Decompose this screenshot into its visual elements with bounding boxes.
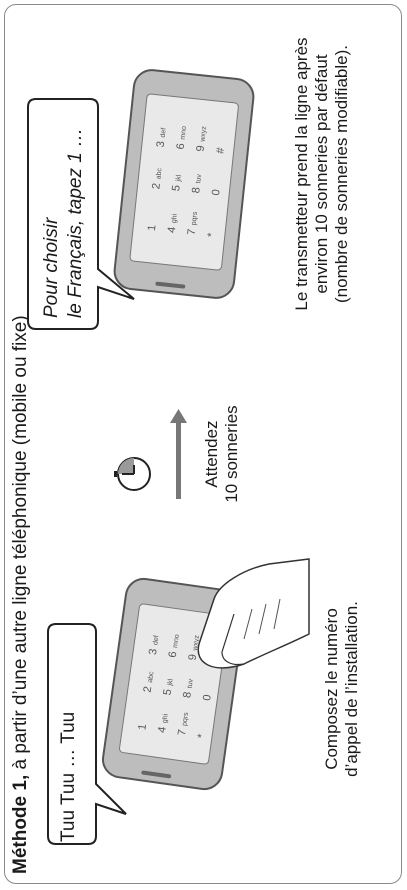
rotated-figure: Méthode 1, à partir d’une autre ligne té… — [4, 4, 402, 884]
bubble-2-line2: le Français, tapez 1 … — [64, 128, 88, 318]
keypad-key-2: 2 — [150, 182, 163, 189]
step2-caption: Attendez 10 sonneries — [202, 379, 242, 529]
bubble-1-text: Tuu Tuu … Tuu — [58, 712, 80, 842]
keypad-letters: ghi — [171, 213, 179, 223]
keypad-key-7: 7 — [186, 228, 199, 235]
bubble-2-line1: Pour choisir — [40, 128, 64, 318]
step3-caption-line1: Le transmetteur prend la ligne après — [292, 24, 312, 324]
keypad-letters: tuv — [187, 678, 195, 689]
keypad-letters: def — [160, 127, 168, 137]
clock-icon — [114, 458, 150, 490]
title-rest: à partir d’une autre ligne téléphonique … — [10, 315, 31, 774]
bubble-2-text: Pour choisir le Français, tapez 1 … — [40, 128, 88, 318]
step1-caption: Composez le numéro d’appel de l’installa… — [322, 574, 362, 804]
step3-caption: Le transmetteur prend la ligne après env… — [292, 24, 352, 324]
hand-icon — [198, 559, 309, 668]
title-bold: Méthode 1, — [10, 775, 31, 874]
keypad-key-9: 9 — [195, 145, 208, 152]
keypad-key-6: 6 — [175, 143, 188, 150]
step3-caption-line3: (nombre de sonneries modifiable). — [332, 24, 352, 324]
keypad-key-4: 4 — [166, 226, 179, 233]
keypad-letters: mno — [180, 126, 188, 140]
keypad-letters: jkl — [175, 174, 183, 183]
keypad-letters: abc — [155, 167, 163, 179]
step3-caption-line2: environ 10 sonneries par défaut — [312, 24, 332, 324]
step2-caption-line2: 10 sonneries — [222, 379, 242, 529]
wait-illustration — [104, 389, 204, 509]
keypad-key-0: 0 — [210, 189, 223, 196]
keypad-key-1: 1 — [146, 224, 159, 231]
keypad-letters: def — [152, 635, 160, 646]
keypad-letters: pqrs — [191, 211, 199, 226]
keypad-letters: ghi — [162, 713, 170, 724]
keypad-key-8: 8 — [190, 187, 203, 194]
step1-caption-line1: Composez le numéro — [322, 574, 342, 804]
figure-title: Méthode 1, à partir d’une autre ligne té… — [10, 315, 32, 874]
keypad-letters: tuv — [195, 173, 203, 184]
keypad-key-5: 5 — [170, 185, 183, 192]
step2-caption-line1: Attendez — [202, 379, 222, 529]
right-arrow-icon — [170, 409, 187, 499]
keypad-letters: jkl — [167, 678, 175, 687]
step1-caption-line2: d’appel de l’installation. — [342, 574, 362, 804]
keypad-key-3: 3 — [155, 141, 168, 148]
